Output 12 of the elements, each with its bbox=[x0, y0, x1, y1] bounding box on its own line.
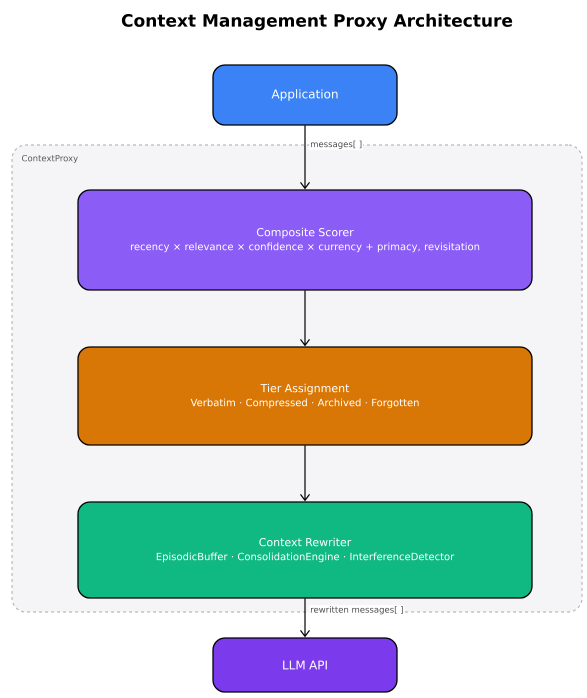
process-box: Composite Scorer recency × relevance × confidence × currency + primacy, revisitation bbox=[77, 189, 533, 291]
process-box: LLM API bbox=[212, 637, 398, 693]
process-box: Application bbox=[212, 64, 398, 126]
process-box: Tier Assignment Verbatim · Compressed · Archived · Forgotten bbox=[77, 346, 533, 446]
arrow bbox=[300, 290, 310, 346]
edge-label: rewritten messages[ ] bbox=[309, 605, 404, 616]
arrow bbox=[300, 446, 310, 502]
title: Context Management Proxy Architecture bbox=[122, 14, 512, 30]
edge-label: messages[ ] bbox=[309, 140, 364, 150]
arrow bbox=[300, 598, 310, 638]
process-box: Context Rewriter EpisodicBuffer · ConsolidationEngine · InterferenceDetector bbox=[77, 501, 533, 599]
arrow bbox=[300, 126, 310, 190]
